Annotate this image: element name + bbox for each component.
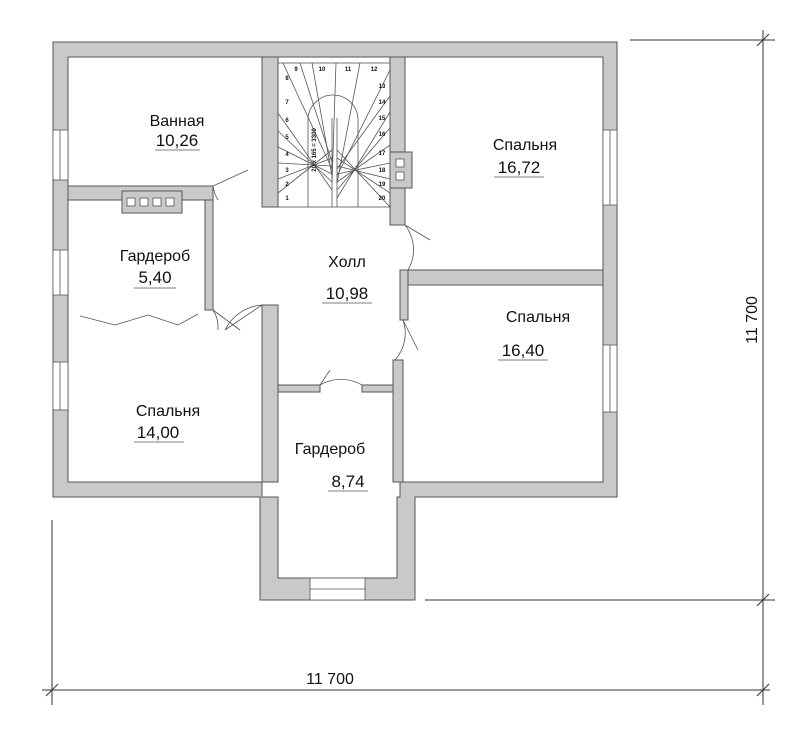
room-area: 8,74 (331, 472, 364, 491)
room-area: 10,98 (326, 284, 369, 303)
stair-step-number: 10 (319, 67, 326, 73)
stair-tread (277, 112, 333, 191)
stair-tread (336, 111, 391, 199)
dimension-width: 11 700 (42, 520, 770, 705)
stair-label: 20 x 165 = 3300 (312, 128, 318, 172)
stair-step-number: 7 (285, 100, 289, 106)
stair-step-number: 2 (285, 182, 289, 188)
stair-step-number: 3 (285, 168, 289, 174)
room-name: Спальня (136, 403, 200, 420)
stair-tread (336, 127, 391, 191)
stair-tread (277, 162, 333, 167)
stair-tread (311, 62, 333, 177)
stair-step-number: 20 (379, 196, 386, 202)
ventilation-block (389, 151, 413, 189)
room-area: 5,40 (138, 268, 171, 287)
room-area: 16,72 (498, 158, 541, 177)
room-name: Гардероб (120, 248, 190, 265)
stair-step-number: 11 (345, 67, 352, 73)
walls (52, 41, 618, 601)
stair-tread (336, 62, 361, 184)
height-dimension: 11 700 (744, 296, 761, 344)
stair-tread (336, 149, 391, 208)
stair-tread (336, 162, 391, 175)
stair-step-number: 19 (379, 182, 386, 188)
room-labels: Ванная 10,26 Гардероб 5,40 Спальня 14,00… (120, 113, 570, 492)
stair-tread (336, 144, 391, 183)
stair-tread (331, 62, 337, 184)
room-name: Спальня (506, 309, 570, 326)
room-area: 16,40 (502, 341, 545, 360)
stair-tread (336, 69, 391, 177)
stair-step-number: 16 (379, 132, 386, 138)
stair-step-number: 5 (285, 135, 289, 141)
window (52, 361, 69, 411)
windows (52, 129, 618, 601)
stair-step-number: 14 (379, 100, 386, 106)
stair-step-number: 9 (294, 67, 298, 73)
stair-step-number: 15 (379, 116, 386, 122)
stair-tread (277, 130, 333, 183)
stair-tread (336, 165, 391, 180)
stair-tread (282, 62, 333, 170)
dimension-height: 11 700 (425, 30, 775, 612)
stair-tread (277, 146, 333, 175)
stair-tread (277, 149, 333, 194)
width-dimension: 11 700 (306, 671, 354, 688)
stair-step-number: 8 (285, 76, 289, 82)
stair-tread (277, 157, 333, 180)
room-area: 10,26 (156, 131, 199, 150)
stair-step-number: 6 (285, 118, 289, 124)
ventilation-block (121, 190, 183, 214)
doors (79, 169, 431, 386)
stair-tread (336, 95, 391, 170)
stair-step-number: 4 (285, 152, 289, 158)
room-name: Холл (328, 254, 366, 271)
stair-step-number: 17 (379, 151, 386, 157)
window (52, 249, 69, 296)
stair-step-number: 18 (379, 168, 386, 174)
stair-step-number: 13 (379, 84, 386, 90)
window (52, 129, 69, 181)
room-name: Гардероб (295, 441, 365, 458)
stair-step-number: 1 (285, 196, 289, 202)
stair-tread (336, 157, 391, 194)
stair-step-number: 12 (371, 67, 378, 73)
room-area: 14,00 (137, 423, 180, 442)
room-name: Спальня (493, 137, 557, 154)
room-name: Ванная (150, 113, 205, 130)
